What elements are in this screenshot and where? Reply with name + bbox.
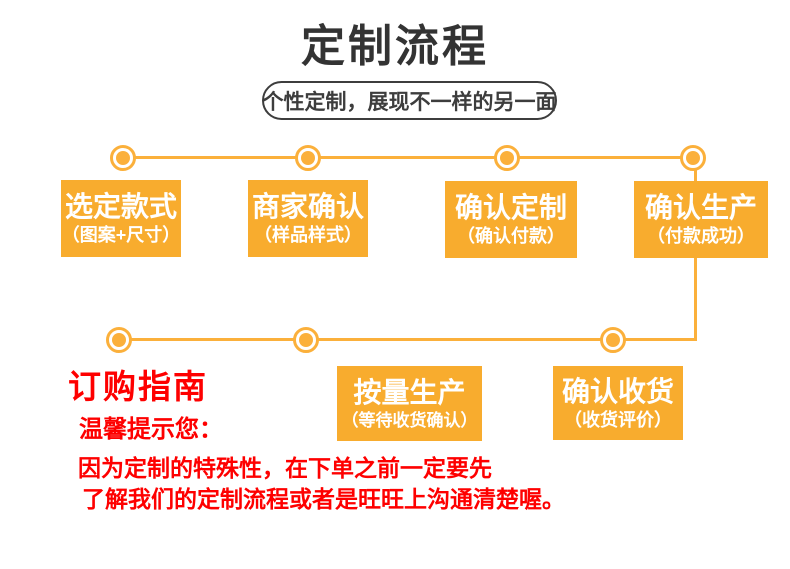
flow-node-icon-3 xyxy=(494,145,520,171)
guide-text-line-2: 了解我们的定制流程或者是旺旺上沟通清楚喔。 xyxy=(82,486,565,512)
node-dot xyxy=(606,333,620,347)
node-dot xyxy=(112,333,126,347)
flow-step-batch-production: 按量生产 （等待收货确认） xyxy=(337,366,482,441)
flow-step-select-style: 选定款式 （图案+尺寸） xyxy=(61,180,181,257)
step-title: 商家确认 xyxy=(251,191,364,223)
node-dot xyxy=(500,151,514,165)
flow-node-icon-2 xyxy=(295,145,321,171)
flow-step-confirm-custom: 确认定制 （确认付款） xyxy=(445,181,577,258)
flow-node-icon-7 xyxy=(600,327,626,353)
step-subtitle: （样品样式） xyxy=(254,225,362,246)
flow-step-confirm-production: 确认生产 （付款成功） xyxy=(634,181,768,258)
guide-text-line-1: 因为定制的特殊性，在下单之前一定要先 xyxy=(78,455,492,481)
tagline-pill: 个性定制，展现不一样的另一面 xyxy=(262,81,557,120)
flow-step-merchant-confirm: 商家确认 （样品样式） xyxy=(248,180,368,257)
step-subtitle: （图案+尺寸） xyxy=(61,225,181,246)
step-title: 选定款式 xyxy=(64,191,177,223)
flow-connector-row1 xyxy=(123,156,695,159)
page-title: 定制流程 xyxy=(301,22,489,71)
step-subtitle: （收货评价） xyxy=(564,409,672,430)
step-title: 确认收货 xyxy=(561,375,674,407)
step-subtitle: （确认付款） xyxy=(457,226,565,247)
flow-node-icon-6 xyxy=(293,327,319,353)
step-subtitle: （等待收货确认） xyxy=(341,410,478,430)
step-subtitle: （付款成功） xyxy=(647,226,755,247)
step-title: 确认生产 xyxy=(644,192,757,224)
node-dot xyxy=(686,151,700,165)
node-dot xyxy=(299,333,313,347)
flow-connector-row2 xyxy=(119,338,697,341)
node-dot xyxy=(301,151,315,165)
guide-heading: 订购指南 xyxy=(68,368,208,405)
flow-step-confirm-receipt: 确认收货 （收货评价） xyxy=(553,366,683,440)
step-title: 确认定制 xyxy=(454,192,567,224)
tagline-text: 个性定制，展现不一样的另一面 xyxy=(262,90,557,114)
flow-node-icon-1 xyxy=(110,145,136,171)
step-title: 按量生产 xyxy=(353,377,466,409)
flow-node-icon-5 xyxy=(106,327,132,353)
flow-node-icon-4 xyxy=(680,145,706,171)
node-dot xyxy=(116,151,130,165)
guide-notice-label: 温馨提示您： xyxy=(79,416,223,443)
